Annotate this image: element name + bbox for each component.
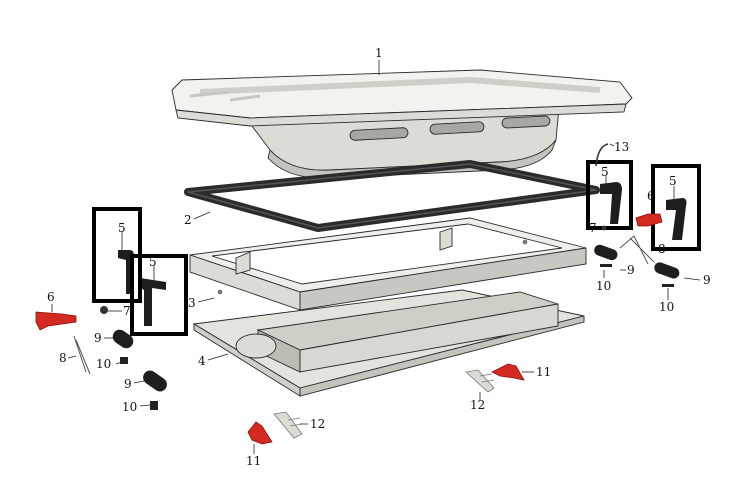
label-5-left-a: 5 <box>118 221 126 235</box>
part-8-wire-left <box>73 335 91 375</box>
label-11-right: 11 <box>536 365 551 379</box>
label-8-right: 8 <box>658 242 666 256</box>
part-7-screw-right <box>601 225 607 231</box>
highlight-box-3 <box>586 160 633 230</box>
label-5-left-b: 5 <box>149 255 157 269</box>
part-5-hinge-right-b <box>666 198 687 240</box>
label-13: 13 <box>614 140 629 154</box>
label-10-3: 10 <box>596 279 611 293</box>
part-12-bracket-bottom <box>273 411 303 439</box>
part-9-roller-1 <box>112 329 134 349</box>
part-10-pin-4 <box>662 284 674 287</box>
part-12-bracket-right <box>465 369 495 393</box>
label-12-right: 12 <box>470 398 485 412</box>
label-7-right: 7 <box>589 221 597 235</box>
part-3-inner-frame <box>189 217 587 311</box>
leader-lines <box>51 60 701 454</box>
label-5-right-a: 5 <box>601 165 609 179</box>
label-9-2: 9 <box>124 377 132 391</box>
label-1: 1 <box>375 46 383 60</box>
part-5-hinge-right-a <box>600 182 622 224</box>
label-12-bottom: 12 <box>310 417 325 431</box>
part-6-clip-left <box>35 311 77 331</box>
label-9-4: 9 <box>703 273 711 287</box>
label-5-right-b: 5 <box>669 174 677 188</box>
part-8-wire-right <box>619 235 655 265</box>
label-6-right: 6 <box>647 189 655 203</box>
part-2-gasket <box>184 160 600 232</box>
label-10-1: 10 <box>96 357 111 371</box>
label-9-1: 9 <box>94 331 102 345</box>
part-6-clip-right <box>635 213 663 227</box>
part-7-screw-left <box>100 306 108 314</box>
highlight-box-2 <box>130 254 188 336</box>
part-10-pin-1 <box>120 357 128 364</box>
part-labels: 1 2 3 4 5 5 5 5 6 6 7 7 8 8 9 9 9 9 10 1… <box>47 46 711 468</box>
label-8-left: 8 <box>59 351 67 365</box>
label-10-4: 10 <box>659 300 674 314</box>
label-7-left: 7 <box>123 304 131 318</box>
part-13-cable <box>595 143 609 167</box>
highlight-box-4 <box>651 164 701 251</box>
label-4: 4 <box>198 354 206 368</box>
part-11-latch-right <box>491 363 525 381</box>
part-11-latch-bottom <box>247 421 273 445</box>
part-5-hinge-left-b <box>140 278 166 326</box>
label-3: 3 <box>188 296 196 310</box>
part-9-roller-2 <box>143 370 167 392</box>
part-10-pin-3 <box>600 264 612 267</box>
label-2: 2 <box>184 213 192 227</box>
label-6-left: 6 <box>47 290 55 304</box>
part-9-roller-3 <box>594 244 618 261</box>
label-10-2: 10 <box>122 400 137 414</box>
part-4-base-flange <box>192 289 585 397</box>
part-10-pin-2 <box>150 401 158 410</box>
part-1-dome-lid <box>171 69 633 179</box>
part-9-roller-4 <box>654 262 680 279</box>
label-9-3: 9 <box>627 263 635 277</box>
label-11-bottom: 11 <box>246 454 261 468</box>
